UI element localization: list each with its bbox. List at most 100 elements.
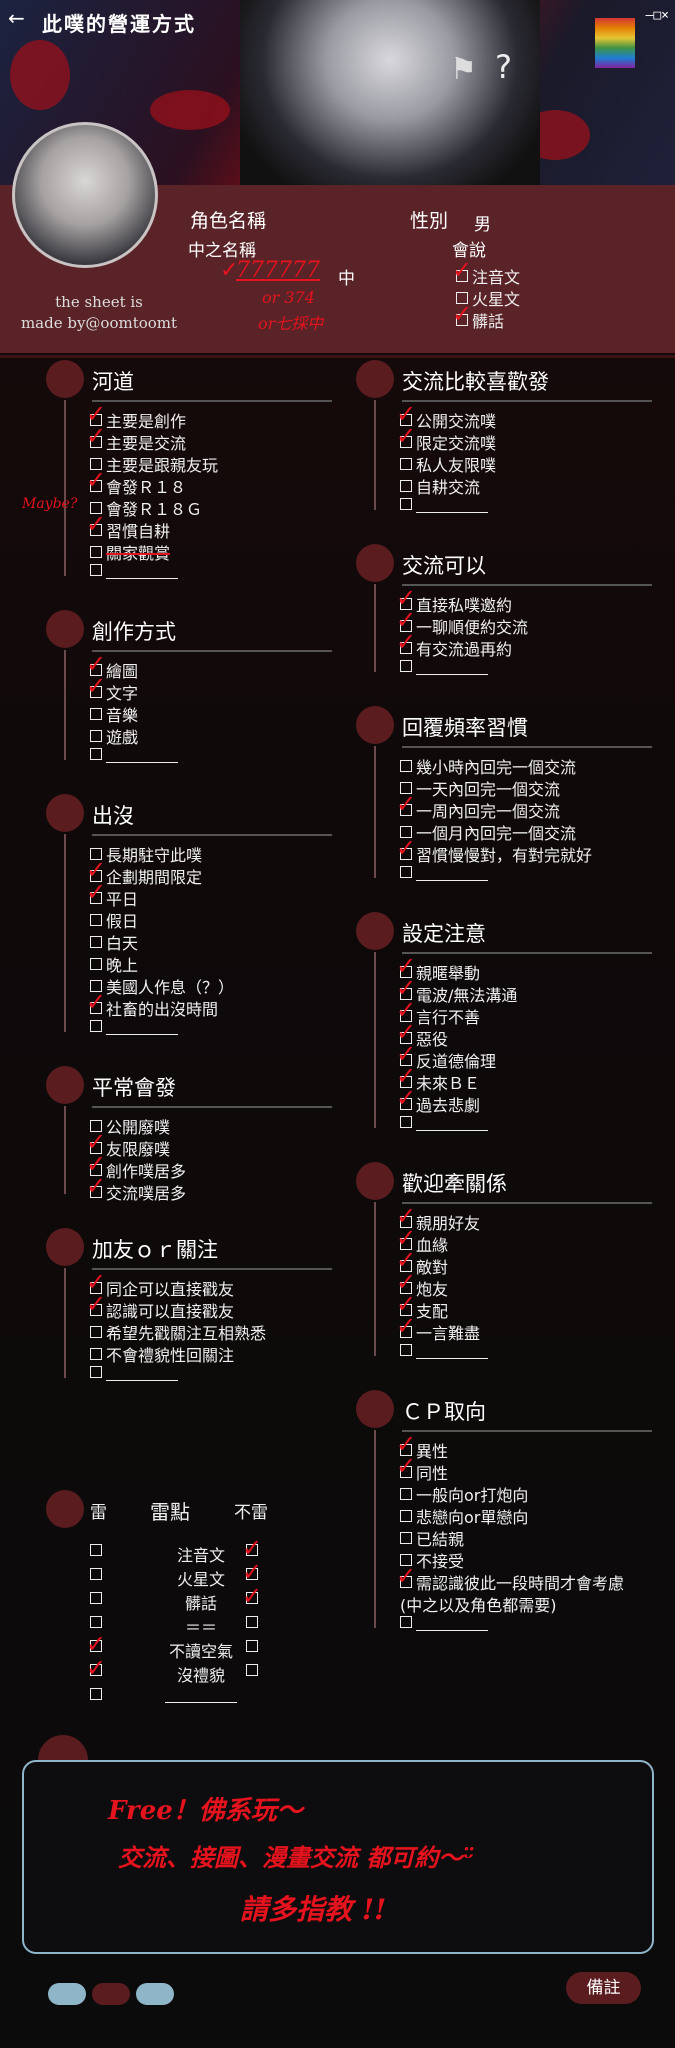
checkbox[interactable] — [90, 546, 102, 558]
option-item[interactable]: ✓限定交流噗 — [396, 422, 666, 453]
option-item[interactable]: ✓公開交流噗 — [396, 400, 666, 431]
checkbox[interactable] — [90, 1020, 102, 1032]
option-item[interactable]: 不會禮貌性回關注 — [90, 1342, 346, 1365]
checkbox[interactable] — [400, 1054, 412, 1066]
blank-line[interactable] — [106, 748, 178, 763]
option-item[interactable]: ✓反道德倫理 — [396, 1040, 666, 1071]
checkbox[interactable] — [246, 1544, 258, 1556]
checkbox[interactable] — [90, 1142, 102, 1154]
option-item[interactable]: 關家觀賞 — [90, 540, 346, 563]
checkbox[interactable] — [400, 1116, 412, 1128]
window-controls[interactable]: –□× — [645, 8, 669, 23]
checkbox[interactable] — [246, 1592, 258, 1604]
trigger-label[interactable] — [151, 1686, 251, 1705]
option-item[interactable]: 主要是跟親友玩 — [90, 452, 346, 475]
checkbox[interactable] — [90, 458, 102, 470]
option-item[interactable]: 希望先戳關注互相熟悉 — [90, 1320, 346, 1343]
checkbox[interactable] — [400, 480, 412, 492]
checkbox[interactable] — [400, 782, 412, 794]
trigger-row[interactable]: 火星文✓ — [46, 1558, 346, 1590]
bulei-box-wrap[interactable]: ✓ — [242, 1534, 262, 1562]
option-item[interactable] — [400, 496, 666, 518]
checkbox[interactable] — [456, 292, 468, 304]
speak-option[interactable]: ✓髒話 — [452, 300, 505, 331]
bulei-box-wrap[interactable] — [246, 1662, 262, 1681]
option-item[interactable]: 幾小時內回完一個交流 — [400, 754, 666, 777]
checkbox[interactable] — [400, 966, 412, 978]
checkbox[interactable] — [400, 1260, 412, 1272]
checkbox[interactable] — [90, 914, 102, 926]
option-item[interactable]: ✓一言難盡 — [396, 1312, 666, 1343]
option-item[interactable]: 已結親 — [400, 1526, 666, 1549]
checkbox[interactable] — [400, 988, 412, 1000]
lei-box-wrap[interactable] — [90, 1614, 106, 1633]
checkbox[interactable] — [90, 524, 102, 536]
option-item[interactable]: 悲戀向or單戀向 — [400, 1504, 666, 1527]
option-item[interactable]: ✓有交流過再約 — [396, 628, 666, 659]
checkbox[interactable] — [90, 502, 102, 514]
lei-box-wrap[interactable] — [90, 1566, 106, 1585]
option-item[interactable] — [90, 562, 346, 584]
checkbox[interactable] — [400, 1216, 412, 1228]
checkbox[interactable] — [456, 314, 468, 326]
checkbox[interactable] — [400, 1466, 412, 1478]
checkbox[interactable] — [400, 1282, 412, 1294]
checkbox[interactable] — [400, 1532, 412, 1544]
lei-box-wrap[interactable] — [90, 1542, 106, 1561]
option-item[interactable]: ✓企劃期間限定 — [86, 856, 346, 887]
option-item[interactable]: ✓過去悲劇 — [396, 1084, 666, 1115]
checkbox[interactable] — [90, 1186, 102, 1198]
option-item[interactable]: ✓同企可以直接戳友 — [86, 1268, 346, 1299]
memo-button[interactable]: 備註 — [566, 1972, 641, 2004]
checkbox[interactable] — [90, 748, 102, 760]
option-item[interactable]: ✓社畜的出沒時間 — [86, 988, 346, 1019]
checkbox[interactable] — [400, 1344, 412, 1356]
checkbox[interactable] — [400, 1616, 412, 1628]
checkbox[interactable] — [90, 1366, 102, 1378]
trigger-row[interactable] — [46, 1686, 346, 1710]
checkbox[interactable] — [400, 660, 412, 672]
option-item[interactable]: 白天 — [90, 930, 346, 953]
option-item[interactable]: ✓繪圖 — [86, 650, 346, 681]
option-item[interactable]: ✓創作噗居多 — [86, 1150, 346, 1181]
checkbox[interactable] — [400, 1510, 412, 1522]
bulei-box-wrap[interactable]: ✓ — [242, 1582, 262, 1610]
blank-line[interactable] — [106, 1366, 178, 1381]
blank-line[interactable] — [106, 564, 178, 579]
option-item[interactable]: ✓直接私噗邀約 — [396, 584, 666, 615]
checkbox[interactable] — [90, 414, 102, 426]
checkbox[interactable] — [90, 848, 102, 860]
checkbox[interactable] — [400, 1010, 412, 1022]
nav-pill-2[interactable] — [92, 1983, 130, 2005]
checkbox[interactable] — [400, 1076, 412, 1088]
checkbox[interactable] — [90, 958, 102, 970]
checkbox[interactable] — [400, 414, 412, 426]
bulei-box-wrap[interactable]: ✓ — [242, 1558, 262, 1586]
checkbox[interactable] — [400, 1098, 412, 1110]
checkbox[interactable] — [90, 1544, 102, 1556]
checkbox[interactable] — [400, 826, 412, 838]
option-item[interactable]: ✓血緣 — [396, 1224, 666, 1255]
checkbox[interactable] — [400, 1326, 412, 1338]
option-item[interactable]: ✓親朋好友 — [396, 1202, 666, 1233]
checkbox[interactable] — [400, 848, 412, 860]
checkbox[interactable] — [90, 1688, 102, 1700]
option-item[interactable]: ✓習慣慢慢對，有對完就好 — [396, 834, 666, 865]
bulei-box-wrap[interactable] — [246, 1614, 262, 1633]
trigger-row[interactable]: 注音文✓ — [46, 1534, 346, 1566]
trigger-row[interactable]: ＝＝ — [46, 1614, 346, 1638]
option-item[interactable]: 一般向or打炮向 — [400, 1482, 666, 1505]
checkbox[interactable] — [90, 870, 102, 882]
checkbox[interactable] — [400, 1444, 412, 1456]
nav-pill-3[interactable] — [136, 1983, 174, 2005]
option-item[interactable]: ✓交流噗居多 — [86, 1172, 346, 1203]
lei-box-wrap[interactable]: ✓ — [86, 1654, 106, 1682]
checkbox[interactable] — [90, 436, 102, 448]
option-item[interactable]: 長期駐守此噗 — [90, 842, 346, 865]
option-item[interactable]: ✓友限廢噗 — [86, 1128, 346, 1159]
trigger-row[interactable]: ✓不讀空氣 — [46, 1630, 346, 1662]
checkbox[interactable] — [90, 686, 102, 698]
checkbox[interactable] — [90, 730, 102, 742]
option-item[interactable]: ✓惡役 — [396, 1018, 666, 1049]
checkbox[interactable] — [90, 1348, 102, 1360]
